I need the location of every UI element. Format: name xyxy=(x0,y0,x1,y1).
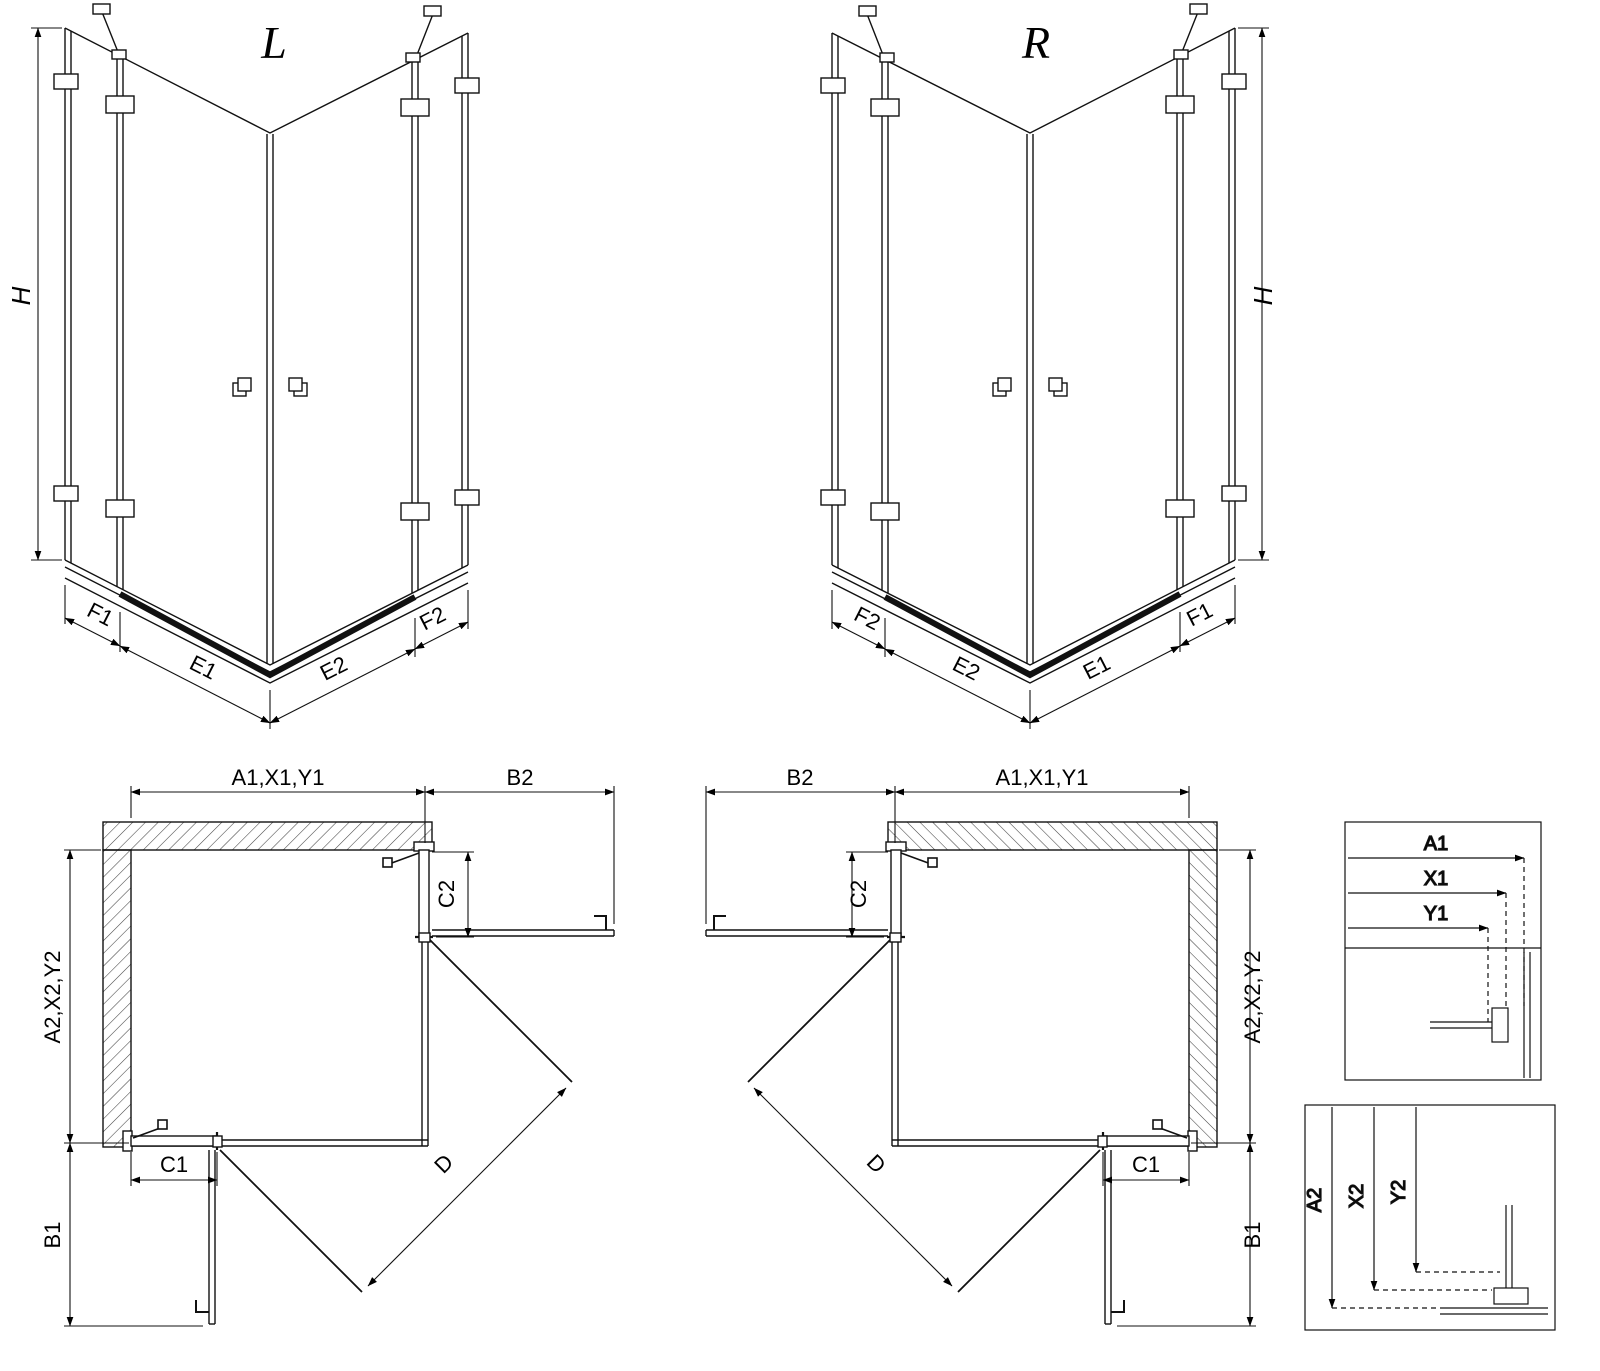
plan-left-b1-label: B1 xyxy=(40,1222,65,1249)
plan-right-depth-label: A2,X2,Y2 xyxy=(1240,951,1265,1044)
detail-width-profile xyxy=(1430,952,1531,1078)
detail-y1-label: Y1 xyxy=(1424,903,1448,925)
variant-title-right: R xyxy=(1021,17,1050,68)
plan-left-diagonal-label: D xyxy=(429,1149,458,1178)
segment-label-e2-left: E2 xyxy=(316,651,351,685)
perspective-view-left: L H F1 E1 E2 F2 xyxy=(6,4,479,729)
detail-y2-label: Y2 xyxy=(1388,1180,1410,1204)
variant-title-left: L xyxy=(260,17,287,68)
plan-right-b1-label: B1 xyxy=(1240,1222,1265,1249)
detail-x1-label: X1 xyxy=(1424,868,1448,890)
detail-a1-label: A1 xyxy=(1424,833,1448,855)
detail-depth-frame xyxy=(1304,1104,1556,1331)
plan-graphics-right xyxy=(706,786,1256,1326)
detail-width-projection-lines xyxy=(1487,858,1525,1022)
plan-left-depth-label: A2,X2,Y2 xyxy=(40,951,65,1044)
detail-width-frame xyxy=(1344,821,1542,1081)
detail-depth-profile xyxy=(1440,1205,1548,1315)
perspective-view-right: R H F2 E2 E1 F1 xyxy=(821,4,1278,729)
detail-depth-projection-lines xyxy=(1332,1271,1500,1309)
plan-view-right: B2 A1,X1,Y1 C2 A2,X2,Y2 C1 B1 D xyxy=(706,765,1265,1326)
height-label-right: H xyxy=(1248,286,1278,305)
plan-view-left: A1,X1,Y1 B2 C2 A2,X2,Y2 C1 B1 D xyxy=(40,765,614,1326)
plan-left-b2-label: B2 xyxy=(507,765,534,790)
detail-box-width-dimensions: A1 X1 Y1 xyxy=(1344,821,1542,1081)
detail-box-depth-dimensions: A2 X2 Y2 xyxy=(1303,1104,1556,1331)
plan-right-diagonal-label: D xyxy=(862,1149,891,1178)
plan-left-width-label: A1,X1,Y1 xyxy=(232,765,325,790)
detail-a2-label: A2 xyxy=(1304,1188,1326,1212)
plan-left-c1-label: C1 xyxy=(160,1152,188,1177)
height-label-left: H xyxy=(6,286,36,305)
plan-right-c2-label: C2 xyxy=(846,880,871,908)
segment-label-e2-right: E2 xyxy=(949,651,984,685)
plan-right-width-label: A1,X1,Y1 xyxy=(996,765,1089,790)
plan-graphics-left xyxy=(64,786,614,1326)
plan-right-c1-label: C1 xyxy=(1132,1152,1160,1177)
plan-right-b2-label: B2 xyxy=(787,765,814,790)
plan-left-c2-label: C2 xyxy=(434,880,459,908)
detail-x2-label: X2 xyxy=(1346,1184,1368,1208)
